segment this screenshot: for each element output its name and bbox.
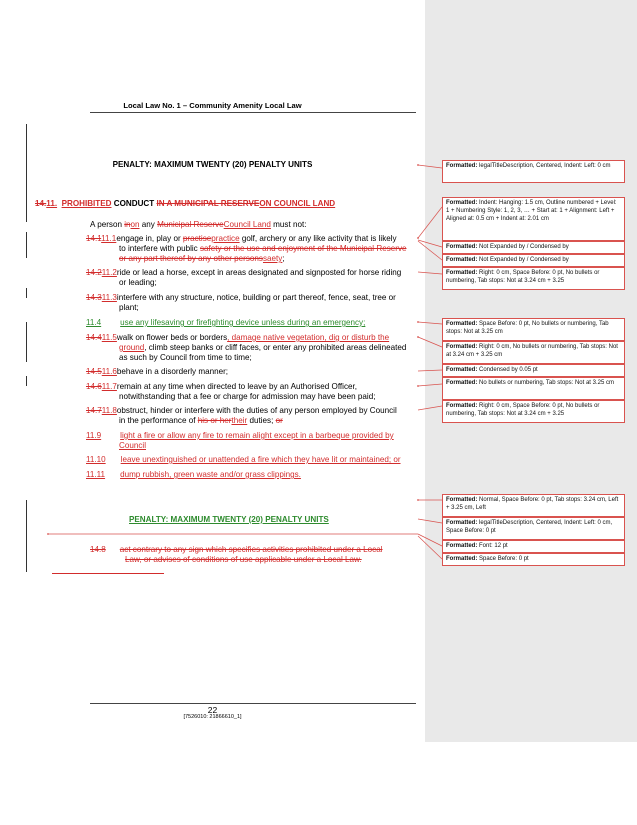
list-item-line: Council (119, 441, 146, 450)
deleted-rule (52, 573, 164, 574)
deleted-list-item-line: Law, or advises of conditions of use app… (125, 555, 362, 564)
format-comment[interactable]: Formatted: legalTitleDescription, Center… (442, 517, 625, 540)
format-comment[interactable]: Formatted: Space Before: 0 pt, No bullet… (442, 318, 625, 341)
section-heading: 14.11. PROHIBITED CONDUCT IN A MUNICIPAL… (35, 199, 336, 208)
page-number: 22 (207, 705, 218, 715)
running-header: Local Law No. 1 – Community Amenity Loca… (123, 101, 302, 110)
list-item: 14.411.5walk on flower beds or borders, … (86, 333, 390, 342)
change-bar (26, 232, 27, 258)
format-comment[interactable]: Formatted: No bullets or numbering, Tab … (442, 377, 625, 400)
list-item-line: notwithstanding that a fee or charge for… (119, 392, 376, 401)
change-bar (26, 376, 27, 386)
format-comment[interactable]: Formatted: Normal, Space Before: 0 pt, T… (442, 494, 625, 517)
list-item-line: plant; (119, 303, 139, 312)
format-comment[interactable]: Formatted: Right: 0 cm, No bullets or nu… (442, 341, 625, 364)
header-rule (90, 112, 416, 113)
change-bar (26, 124, 27, 222)
list-item: 14.311.3interfere with any structure, no… (86, 293, 396, 302)
document-page (0, 0, 425, 825)
list-item: 14.511.6behave in a disorderly manner; (86, 367, 229, 376)
format-comment[interactable]: Formatted: Right: 0 cm, Space Before: 0 … (442, 267, 625, 290)
format-comment[interactable]: Formatted: Not Expanded by / Condensed b… (442, 254, 625, 267)
list-item-line: in the performance of his or hertheir du… (119, 416, 283, 425)
list-item: 14.711.8obstruct, hinder or interfere wi… (86, 406, 397, 415)
document-reference: [7526010: 21866610_1] (183, 714, 242, 720)
intro-paragraph: A person inon any Municipal ReserveCounc… (90, 220, 307, 229)
format-comment[interactable]: Formatted: Condensed by 0.05 pt (442, 364, 625, 377)
change-bar (26, 500, 27, 572)
list-item: 14.111.1engage in, play or practisepract… (86, 234, 397, 243)
format-comment[interactable]: Formatted: Space Before: 0 pt (442, 553, 625, 566)
format-comment[interactable]: Formatted: Indent: Hanging: 1.5 cm, Outl… (442, 197, 625, 241)
penalty-heading-moved: PENALTY: MAXIMUM TWENTY (20) PENALTY UNI… (129, 515, 329, 524)
penalty-heading: PENALTY: MAXIMUM TWENTY (20) PENALTY UNI… (112, 160, 313, 169)
change-bar (26, 288, 27, 298)
list-item: 14.211.2ride or lead a horse, except in … (86, 268, 402, 277)
list-item-line: to interfere with public safety or the u… (119, 244, 407, 253)
format-comment[interactable]: Formatted: legalTitleDescription, Center… (442, 160, 625, 183)
list-item-line: or leading; (119, 278, 157, 287)
list-item-line: or any part thereof by any other persons… (119, 254, 285, 263)
list-item: 14.611.7remain at any time when directed… (86, 382, 358, 391)
list-item-line: ground, climb steep banks or cliff faces… (119, 343, 407, 352)
footer-rule (90, 703, 416, 704)
list-item-line: as such by Council from time to time; (119, 353, 252, 362)
format-comment[interactable]: Formatted: Right: 0 cm, Space Before: 0 … (442, 400, 625, 423)
change-bar (26, 322, 27, 362)
format-comment[interactable]: Formatted: Font: 12 pt (442, 540, 625, 553)
format-comment[interactable]: Formatted: Not Expanded by / Condensed b… (442, 241, 625, 254)
